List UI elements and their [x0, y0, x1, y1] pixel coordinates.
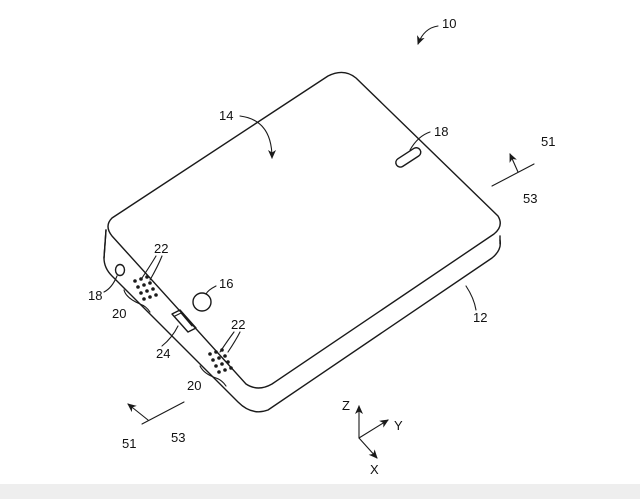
- axis-label-y: Y: [394, 418, 403, 433]
- connector-port: [171, 309, 197, 333]
- leader-speaker-top: [409, 131, 431, 151]
- label-speaker-top: 18: [434, 124, 448, 139]
- direction-indicator-right: [491, 153, 535, 187]
- label-direction-right-axis: 53: [523, 191, 537, 206]
- label-ports-lower: 22: [231, 317, 245, 332]
- leader-ports-lower: [219, 331, 235, 353]
- leader-button: [205, 285, 217, 295]
- leader-device: [417, 25, 439, 45]
- label-openings-lower: 20: [187, 378, 201, 393]
- device-housing: [103, 71, 502, 413]
- speaker-slot-top: [395, 147, 422, 168]
- device-left-side: [103, 229, 502, 413]
- axis-label-z: Z: [342, 398, 350, 413]
- label-direction-left-axis: 53: [171, 430, 185, 445]
- leader-ports-lower-b: [227, 331, 241, 353]
- device-top-surface: [107, 71, 501, 389]
- label-connector: 24: [156, 346, 170, 361]
- bottom-edge-strip: [0, 484, 640, 499]
- label-housing: 12: [473, 310, 487, 325]
- label-side-speaker: 18: [88, 288, 102, 303]
- coordinate-axes: [355, 405, 389, 459]
- leader-ports-upper-b: [149, 255, 163, 281]
- leader-side-speaker: [103, 275, 118, 293]
- bracket-openings-lower: [199, 365, 227, 387]
- label-button: 16: [219, 276, 233, 291]
- label-device: 10: [442, 16, 456, 31]
- label-direction-right: 51: [541, 134, 555, 149]
- side-speaker-hole: [114, 263, 126, 277]
- direction-indicator-left: [127, 401, 185, 425]
- leader-connector: [161, 325, 179, 347]
- leader-front-face: [239, 115, 276, 159]
- home-button: [192, 292, 212, 312]
- device-left-edge: [103, 229, 107, 259]
- bracket-openings-upper: [123, 289, 151, 313]
- label-ports-upper: 22: [154, 241, 168, 256]
- port-cluster-upper: [133, 275, 158, 301]
- port-cluster-lower: [208, 348, 233, 374]
- leader-housing: [465, 285, 477, 311]
- label-front-face: 14: [219, 108, 233, 123]
- axis-label-x: X: [370, 462, 379, 477]
- label-direction-left: 51: [122, 436, 136, 451]
- label-openings-upper: 20: [112, 306, 126, 321]
- leader-ports-upper: [141, 255, 157, 279]
